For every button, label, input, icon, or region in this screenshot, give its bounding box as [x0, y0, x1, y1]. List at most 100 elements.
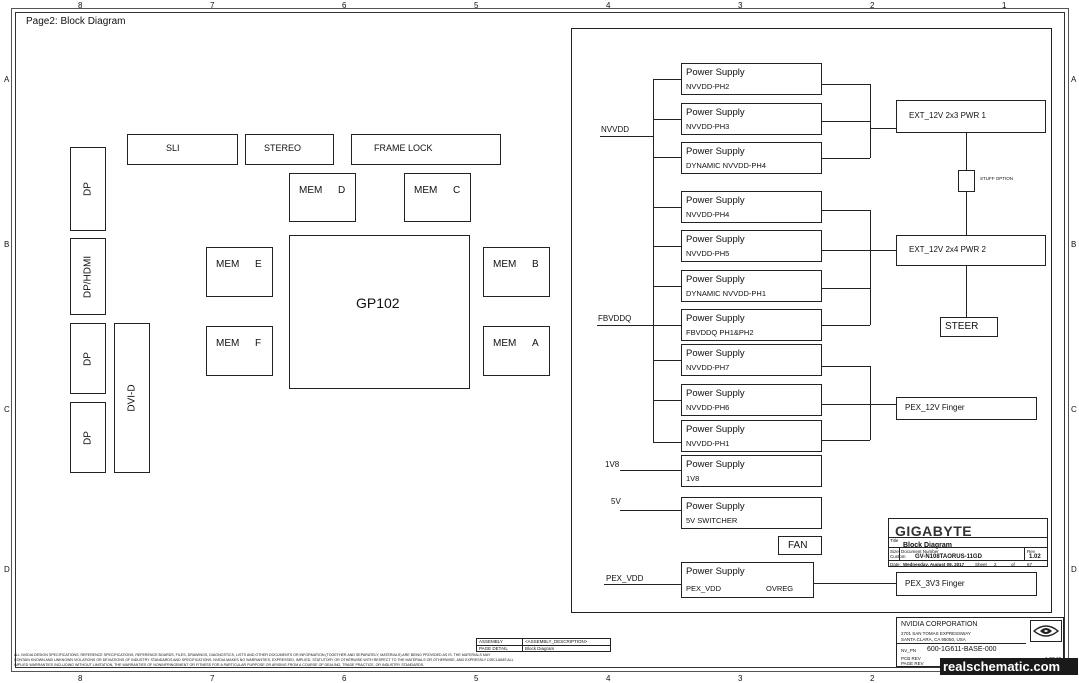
power-supply-5v-switcher: Power Supply 5V SWITCHER [681, 497, 822, 529]
pex-3v3-finger-label: PEX_3V3 Finger [905, 579, 965, 588]
ruler-top-1: 1 [1002, 1, 1007, 10]
ps-title: Power Supply [686, 146, 745, 157]
out-10 [822, 440, 870, 441]
title-value: Block Diagram [903, 542, 953, 549]
assembly-value: <ASSEMBLY_DESCRIPTION> [525, 639, 588, 644]
branch-2 [653, 119, 681, 120]
pex-3v3-finger: PEX_3V3 Finger [896, 572, 1037, 596]
connector-dp-1-label: DP [82, 182, 94, 196]
label-page-detail: PAGE DETAIL [479, 646, 508, 651]
steer-line [966, 266, 967, 317]
mem-a-channel: A [532, 338, 539, 349]
branch-9 [653, 400, 681, 401]
branch-6 [653, 286, 681, 287]
label-rev: Rev [1027, 549, 1036, 554]
ruler-top-2: 2 [870, 1, 875, 10]
rail-fbvddq: FBVDDQ [598, 314, 632, 323]
ruler-bottom-2: 2 [870, 674, 875, 683]
watermark: realschematic.com [940, 658, 1078, 675]
mem-a: MEM A [483, 326, 550, 376]
ps-sub: NVVDD-PH1 [686, 439, 730, 448]
power-supply-pex-vdd: Power Supply PEX_VDD OVREG [681, 562, 814, 598]
bus-r3 [870, 366, 871, 440]
stuff-option-label: STUFF OPTION [980, 176, 1013, 181]
rail-fbvddq-line [597, 325, 681, 326]
page-detail-value: Block Diagram [525, 646, 555, 651]
block-sli: SLI [127, 134, 238, 165]
ps-sub: NVVDD-PH6 [686, 403, 730, 412]
ps-sub: NVVDD-PH7 [686, 363, 730, 372]
ps-title: Power Supply [686, 67, 745, 78]
doc-number: GV-N108TAORUS-11GD [915, 554, 982, 560]
label-of: of [1011, 562, 1015, 567]
page-title: Page2: Block Diagram [26, 16, 126, 27]
ps-title: Power Supply [686, 501, 745, 512]
date-value: Wednesday, August 09, 2017 [903, 562, 965, 567]
bus-r1 [870, 84, 871, 158]
rail-5v: 5V [611, 497, 621, 506]
mem-d-name: MEM [299, 185, 323, 196]
out-1 [822, 84, 870, 85]
rail-nvvdd: NVVDD [601, 125, 630, 134]
sheets-total: 67 [1027, 562, 1033, 567]
connector-dp-2-label: DP [82, 351, 94, 366]
fan-block: FAN [778, 536, 822, 555]
corp-addr1: 2701 SAN TOMAS EXPRESSWAY [901, 631, 971, 636]
block-frame-lock-label: FRAME LOCK [374, 143, 433, 153]
nvidia-eye-icon [1032, 625, 1060, 637]
ruler-right-c: B [1071, 240, 1077, 249]
out-7 [822, 325, 870, 326]
title-block: GIGABYTE Title Block Diagram Size Docume… [888, 518, 1048, 567]
connector-dvi-d-label: DVI-D [126, 384, 138, 412]
bus-r2 [870, 210, 871, 325]
mem-b: MEM B [483, 247, 550, 297]
branch-1 [653, 79, 681, 80]
ps-title: Power Supply [686, 234, 745, 245]
mem-f-channel: F [255, 338, 262, 349]
ps-sub: DYNAMIC NVVDD-PH4 [686, 161, 767, 170]
tb-sep-1 [888, 537, 1048, 538]
ps-title: Power Supply [686, 348, 745, 359]
tb-vsep-1 [899, 547, 900, 560]
mem-b-channel: B [532, 259, 539, 270]
power-supply-nvvdd-ph4: Power Supply NVVDD-PH4 [681, 191, 822, 223]
label-date: Date: [890, 562, 901, 567]
label-doc: Document Number [901, 549, 939, 554]
ps-ovreg: OVREG [766, 584, 794, 593]
ruler-left-a: D [4, 565, 10, 574]
gpu-gp102: GP102 [289, 235, 470, 389]
label-sheet: Sheet [975, 562, 987, 567]
power-supply-fbvddq: Power Supply FBVDDQ PH1&PH2 [681, 309, 822, 341]
out-6 [822, 288, 870, 289]
out-4 [822, 210, 870, 211]
ext-12v-pwr1: EXT_12V 2x3 PWR 1 [896, 100, 1046, 133]
ps-sub: 5V SWITCHER [686, 516, 738, 525]
mem-f-name: MEM [216, 338, 240, 349]
connector-dp-2: DP [70, 323, 106, 394]
rev-value: 1.02 [1029, 554, 1041, 560]
out-9 [822, 404, 870, 405]
stuff-option-jumper [958, 170, 975, 192]
ps-title: Power Supply [686, 195, 745, 206]
ruler-left-b: C [4, 405, 10, 414]
power-supply-nvvdd-ph6: Power Supply NVVDD-PH6 [681, 384, 822, 416]
mem-c-channel: C [453, 185, 461, 196]
power-supply-nvvdd-ph7: Power Supply NVVDD-PH7 [681, 344, 822, 376]
label-assembly: ASSEMBLY [479, 639, 503, 644]
out-8 [822, 366, 870, 367]
mem-f: MEM F [206, 326, 273, 376]
ps-sub: DYNAMIC NVVDD-PH1 [686, 289, 767, 298]
power-supply-1v8: Power Supply 1V8 [681, 455, 822, 487]
stuff-line-bottom [966, 192, 967, 235]
ruler-right-d: A [1071, 75, 1077, 84]
ruler-top-3: 3 [738, 1, 743, 10]
ps-sub: NVVDD-PH3 [686, 122, 730, 131]
connector-dp-1: DP [70, 147, 106, 231]
disclaimer-line-1: ALL NVIDIA DESIGN SPECIFICATIONS, REFERE… [14, 653, 491, 657]
corp-addr2: SANTA CLARA, CA 95050, USA [901, 637, 966, 642]
branch-4 [653, 207, 681, 208]
mem-d: MEM D [289, 173, 356, 222]
ext-12v-pwr1-label: EXT_12V 2x3 PWR 1 [909, 111, 986, 120]
mem-b-name: MEM [493, 259, 517, 270]
